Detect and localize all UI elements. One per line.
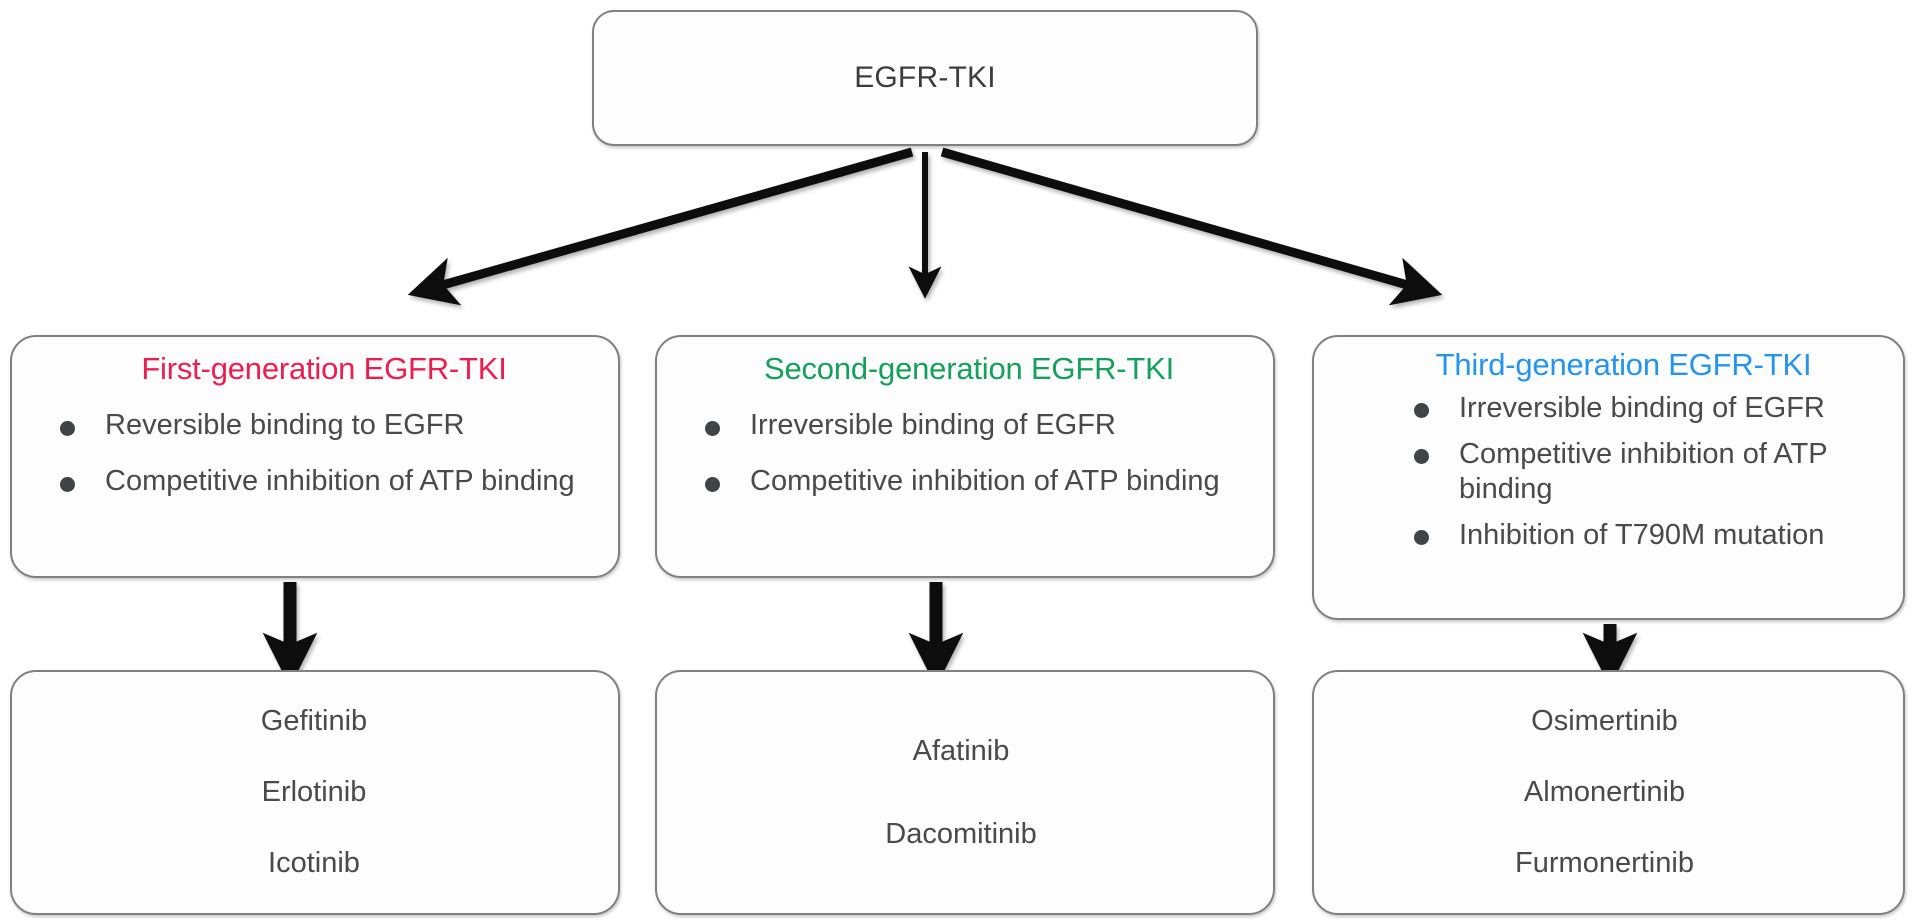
drug-name: Afatinib [912, 734, 1010, 767]
drug-name: Gefitinib [260, 705, 368, 737]
node-second-generation[interactable]: Second-generation EGFR-TKI Irreversible … [655, 335, 1275, 578]
node-first-generation[interactable]: First-generation EGFR-TKI Reversible bin… [10, 335, 620, 578]
drug-name: Icotinib [268, 847, 360, 879]
drug-name: Almonertinib [1523, 776, 1686, 808]
list-item: Irreversible binding of EGFR [705, 408, 1273, 444]
bullet-dot-icon [1414, 448, 1429, 464]
list-item: Inhibition of T790M mutation [1414, 518, 1903, 554]
list-item-label: Competitive inhibition of ATP binding [1459, 437, 1828, 506]
list-item-label: Competitive inhibition of ATP binding [750, 464, 1220, 497]
list-item-label: Irreversible binding of EGFR [1459, 392, 1825, 424]
list-item: Competitive inhibition of ATP binding [705, 464, 1273, 500]
list-item-label: Inhibition of T790M mutation [1459, 518, 1825, 551]
bullet-dot-icon [60, 476, 75, 492]
bullet-dot-icon [705, 476, 720, 492]
drug-name: Osimertinib [1531, 705, 1678, 737]
drug-name: Erlotinib [261, 776, 367, 808]
third-generation-title: Third-generation EGFR-TKI [1435, 347, 1812, 382]
node-third-generation[interactable]: Third-generation EGFR-TKI Irreversible b… [1312, 335, 1905, 620]
third-generation-feature-list: Irreversible binding of EGFR Competitive… [1314, 391, 1903, 554]
list-item-label: Irreversible binding of EGFR [750, 409, 1116, 441]
node-first-generation-drugs[interactable]: Gefitinib Erlotinib Icotinib [10, 670, 620, 915]
first-generation-title: First-generation EGFR-TKI [141, 351, 507, 386]
list-item: Competitive inhibition of ATP binding [1414, 437, 1903, 508]
bullet-dot-icon [1414, 403, 1429, 418]
bullet-dot-icon [1414, 529, 1429, 545]
list-item-label: Competitive inhibition of ATP binding [105, 464, 575, 497]
root-node-label: EGFR-TKI [854, 61, 996, 94]
arrow-root-to-third-generation [940, 147, 1443, 306]
drug-name: Dacomitinib [885, 817, 1037, 850]
node-egfr-tki-root[interactable]: EGFR-TKI [592, 10, 1258, 146]
list-item: Competitive inhibition of ATP binding [60, 464, 618, 500]
node-third-generation-drugs[interactable]: Osimertinib Almonertinib Furmonertinib [1312, 670, 1905, 915]
list-item-label: Reversible binding to EGFR [105, 409, 465, 441]
second-generation-title: Second-generation EGFR-TKI [763, 351, 1175, 386]
arrow-root-to-first-generation [407, 147, 914, 306]
drug-name: Furmonertinib [1515, 847, 1694, 879]
first-generation-feature-list: Reversible binding to EGFR Competitive i… [12, 408, 618, 499]
bullet-dot-icon [705, 421, 720, 436]
second-generation-feature-list: Irreversible binding of EGFR Competitive… [657, 408, 1273, 499]
list-item: Reversible binding to EGFR [60, 408, 618, 444]
list-item: Irreversible binding of EGFR [1414, 391, 1903, 427]
node-second-generation-drugs[interactable]: Afatinib Dacomitinib [655, 670, 1275, 915]
bullet-dot-icon [60, 421, 75, 436]
